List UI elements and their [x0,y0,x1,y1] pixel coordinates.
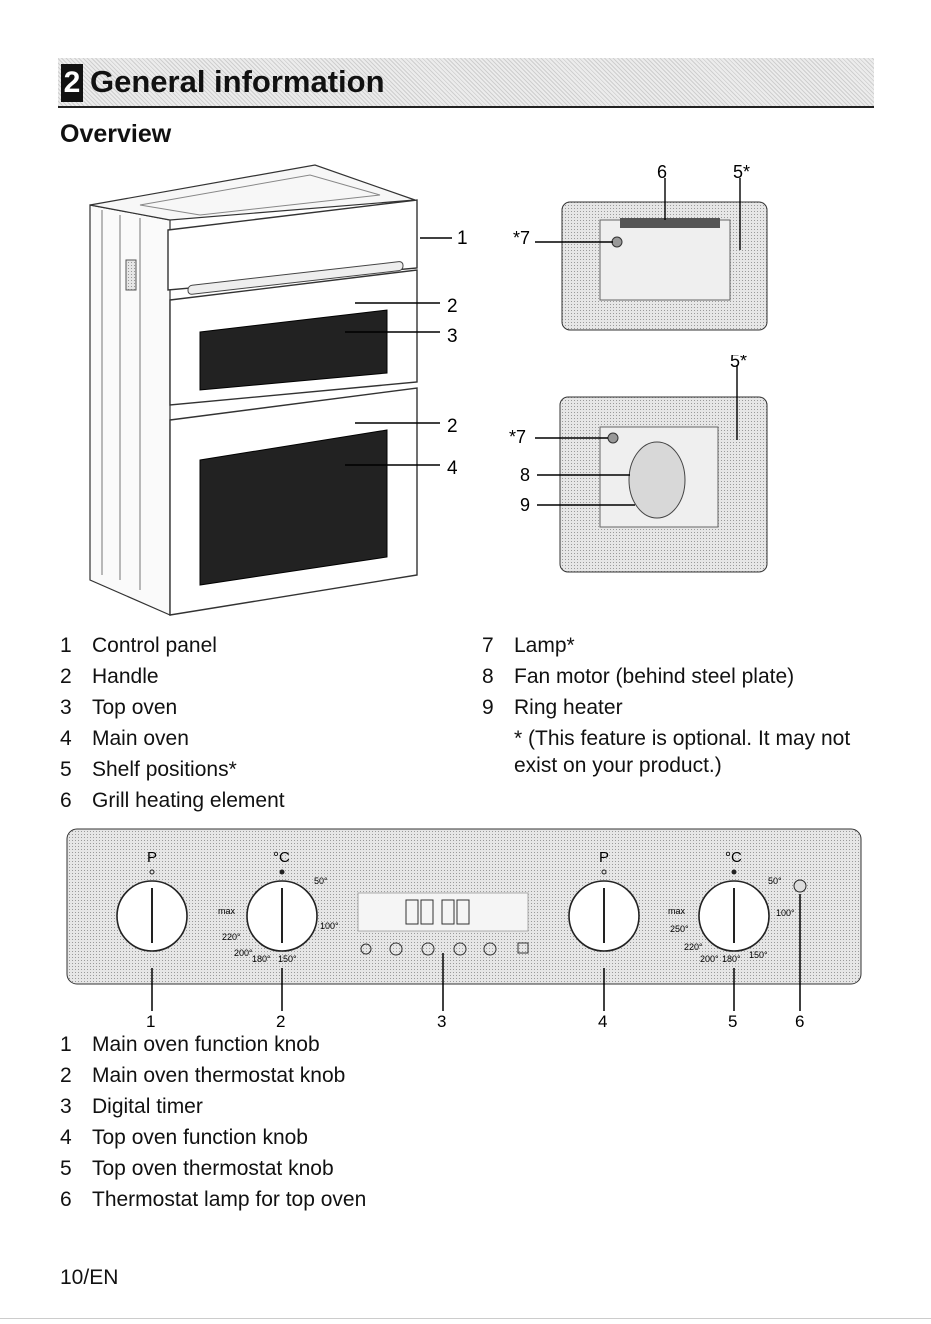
top-cavity-callout: 6 [657,162,667,182]
svg-text:250°: 250° [670,924,689,934]
plus-icon [453,942,467,956]
chapter-title: General information [90,64,385,99]
svg-text:P: P [599,849,609,866]
oven-callout: 1 [457,228,468,249]
top-cavity-diagram: 6 5* *7 [513,162,768,331]
thermostat-lamp [793,879,807,893]
optional-note: * (This feature is optional. It may not … [514,727,851,777]
svg-text:50°: 50° [768,876,782,886]
svg-text:100°: 100° [320,921,339,931]
oven-callout: 4 [447,458,458,479]
panel-callout: 2 [276,1012,285,1031]
panel-callout: 6 [795,1012,804,1031]
page-number: 10/EN [60,1266,119,1289]
control-panel-diagram: P °C 50° max 100° 220° 200° 180° 150° P … [66,828,862,1031]
main-window [199,429,388,586]
main-cavity-callout: *7 [509,427,526,447]
panel-callout: 1 [146,1012,155,1031]
panel-callout: 5 [728,1012,737,1031]
main-cavity-callout: 5* [730,355,747,371]
chapter-number: 2 [61,64,83,102]
svg-text:50°: 50° [314,876,328,886]
main-cavity-callout: 8 [520,465,530,485]
svg-text:100°: 100° [776,908,795,918]
svg-text:200°: 200° [700,954,719,964]
svg-text:°C: °C [725,849,742,866]
bell-icon [360,943,372,955]
main-cavity-diagram: 5* *7 8 9 [509,355,768,573]
svg-text:max: max [668,906,686,916]
svg-text:220°: 220° [684,942,703,952]
svg-text:150°: 150° [278,954,297,964]
lock-icon [517,942,529,954]
svg-text:180°: 180° [722,954,741,964]
main-cavity-callout: 9 [520,495,530,515]
oven-callout: 2 [447,416,458,437]
svg-text:180°: 180° [252,954,271,964]
panel-callout: 4 [598,1012,607,1031]
svg-text:150°: 150° [749,950,768,960]
svg-text:220°: 220° [222,932,241,942]
oven-callout: 3 [447,326,458,347]
oven-diagram: 1 2 3 2 4 [89,164,468,616]
oven-callout: 2 [447,296,458,317]
panel-callout: 3 [437,1012,446,1031]
top-cavity-callout: 5* [733,162,750,182]
page-bottom-rule [0,1318,931,1319]
chapter-banner [58,58,874,108]
clock-icon [389,942,403,956]
svg-text:°C: °C [273,849,290,866]
top-cavity-callout: *7 [513,228,530,248]
top-window [199,309,388,391]
svg-text:P: P [147,849,157,866]
minus-icon [421,942,435,956]
timer-display [357,892,529,932]
svg-text:max: max [218,906,236,916]
section-title: Overview [60,120,172,148]
svg-text:200°: 200° [234,948,253,958]
settings-icon [483,942,497,956]
